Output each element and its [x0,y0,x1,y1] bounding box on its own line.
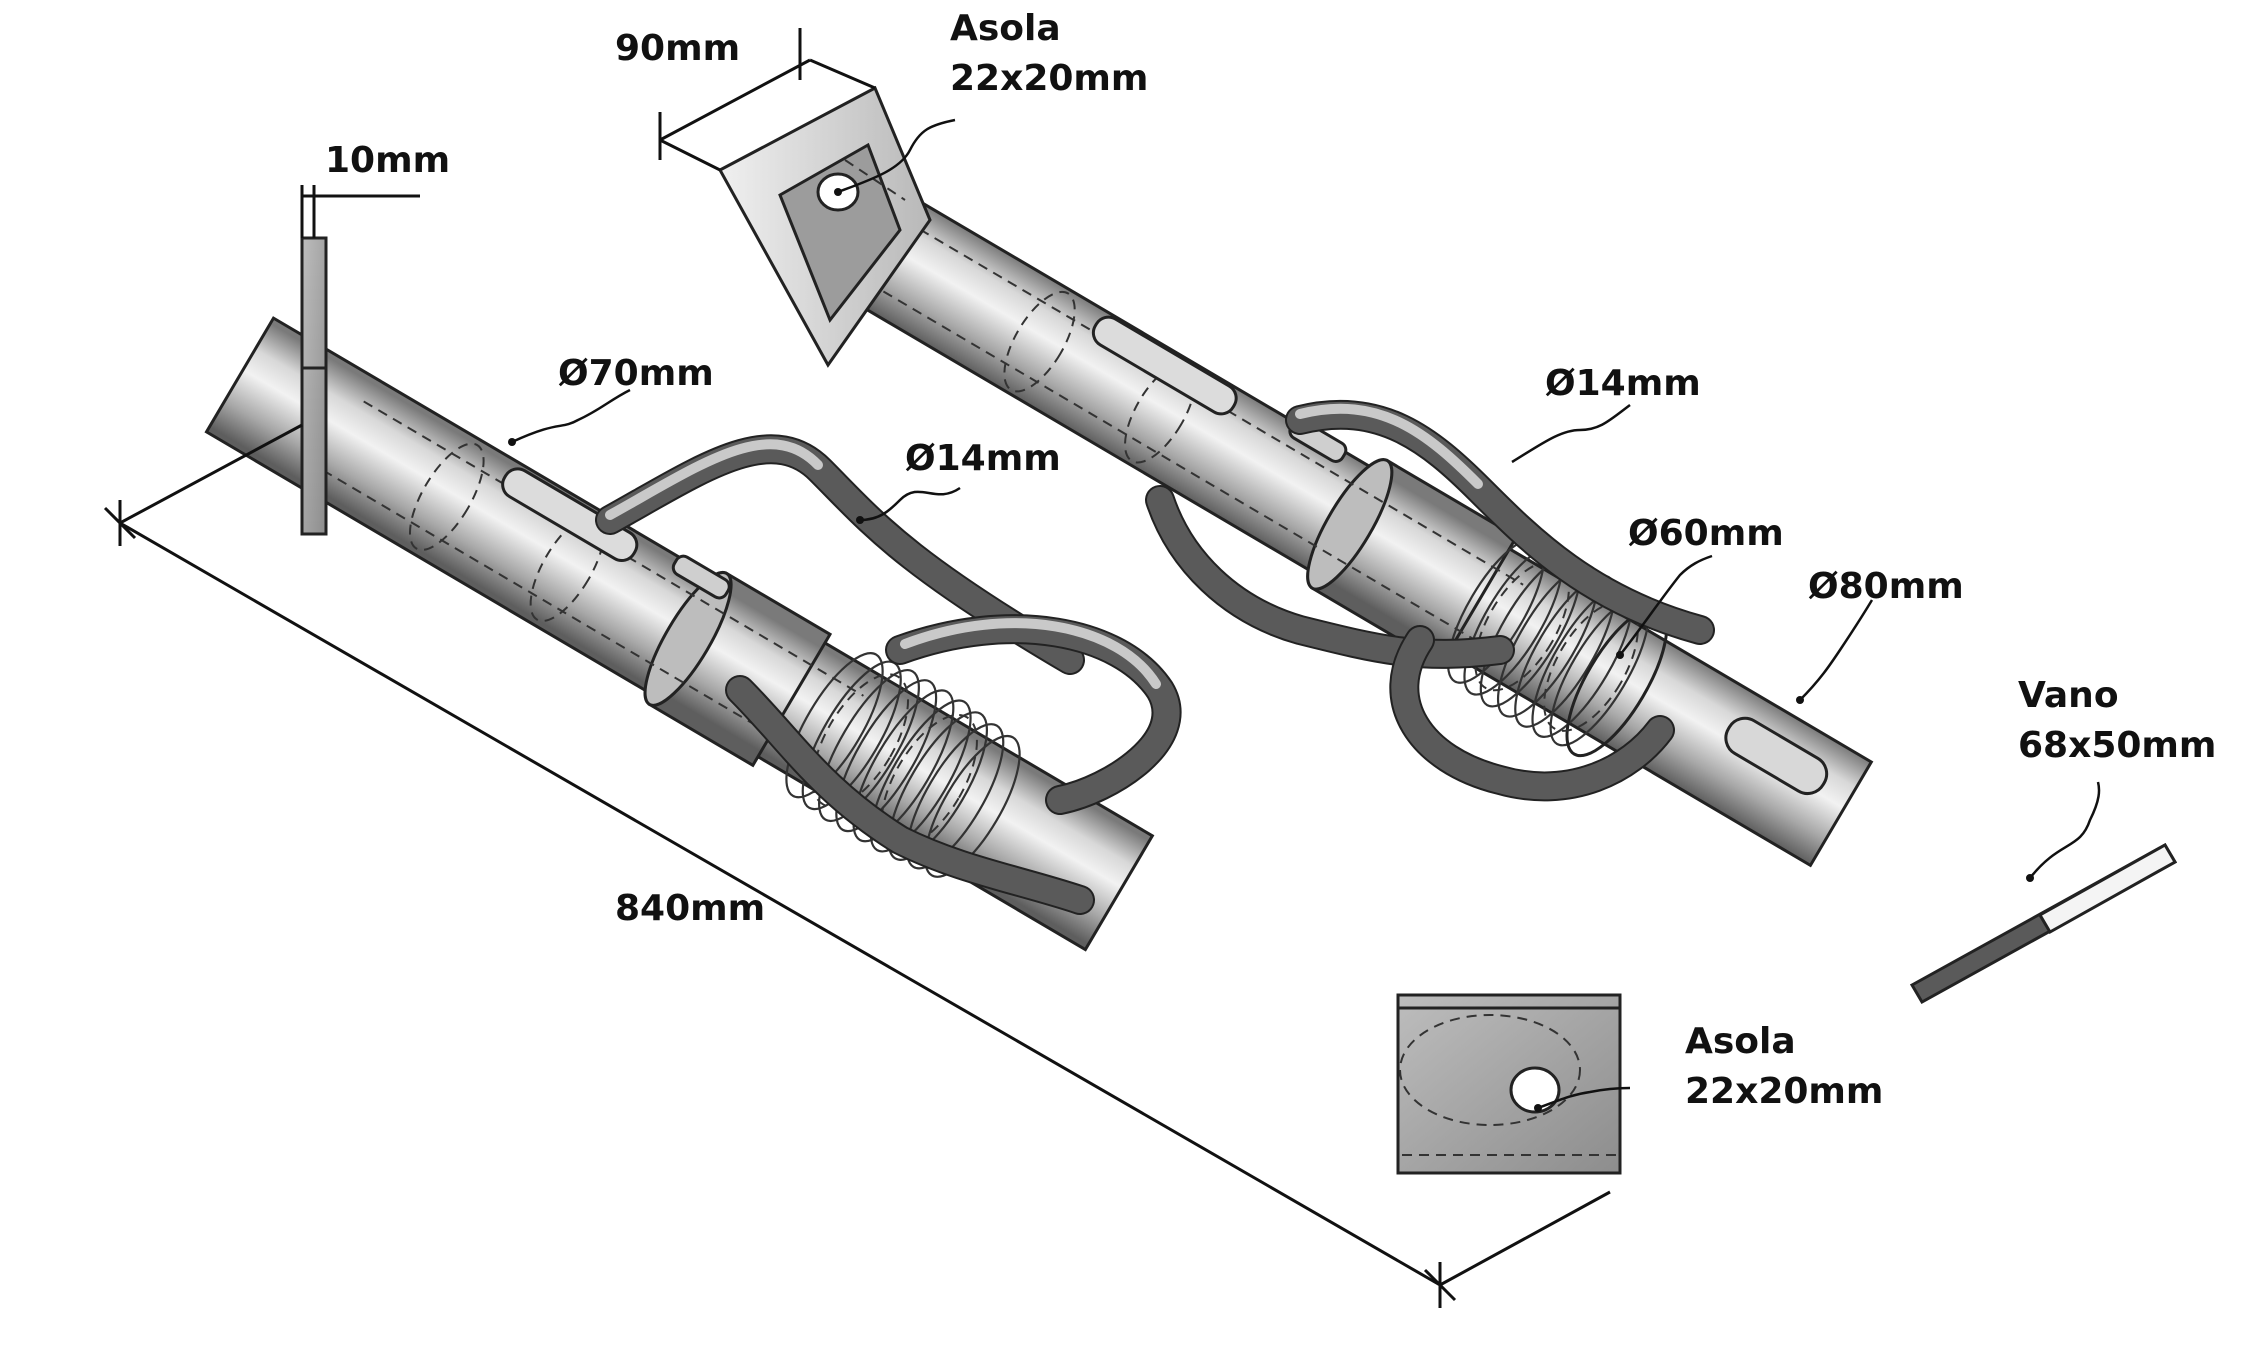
right-rods [1145,399,1715,802]
label-slot-bottom-line1: Asola [1685,1021,1796,1062]
label-plate-thickness: 10mm [325,140,450,181]
right-tube [817,176,1874,868]
label-inner-diameter: Ø60mm [1628,513,1784,554]
left-rods [595,434,1182,915]
leaders [508,118,2101,1112]
label-length: 840mm [615,888,765,929]
label-slot-bottom-line2: 22x20mm [1685,1071,1883,1112]
left-tube [204,316,1155,952]
right-slotted-plate [717,85,932,368]
dim-plate-thickness [300,185,420,238]
label-tube-diameter: Ø70mm [558,353,714,394]
left-end-plate [300,236,328,536]
dim-plate-width [658,28,876,172]
left-tie-bar [204,236,1622,1175]
label-opening-line1: Vano [2018,675,2119,716]
label-rod-right: Ø14mm [1545,363,1701,404]
label-opening-line2: 68x50mm [2018,725,2216,766]
right-end-bar [1909,842,2178,1005]
label-rod-left: Ø14mm [905,438,1061,479]
label-slot-top-line2: 22x20mm [950,58,1148,99]
right-tie-bar [717,85,2178,1005]
label-slot-top-line1: Asola [950,8,1061,49]
label-plate-width: 90mm [615,28,740,69]
label-outer-diameter: Ø80mm [1808,566,1964,607]
left-slotted-plate [1396,993,1622,1175]
dim-length [103,423,1611,1308]
